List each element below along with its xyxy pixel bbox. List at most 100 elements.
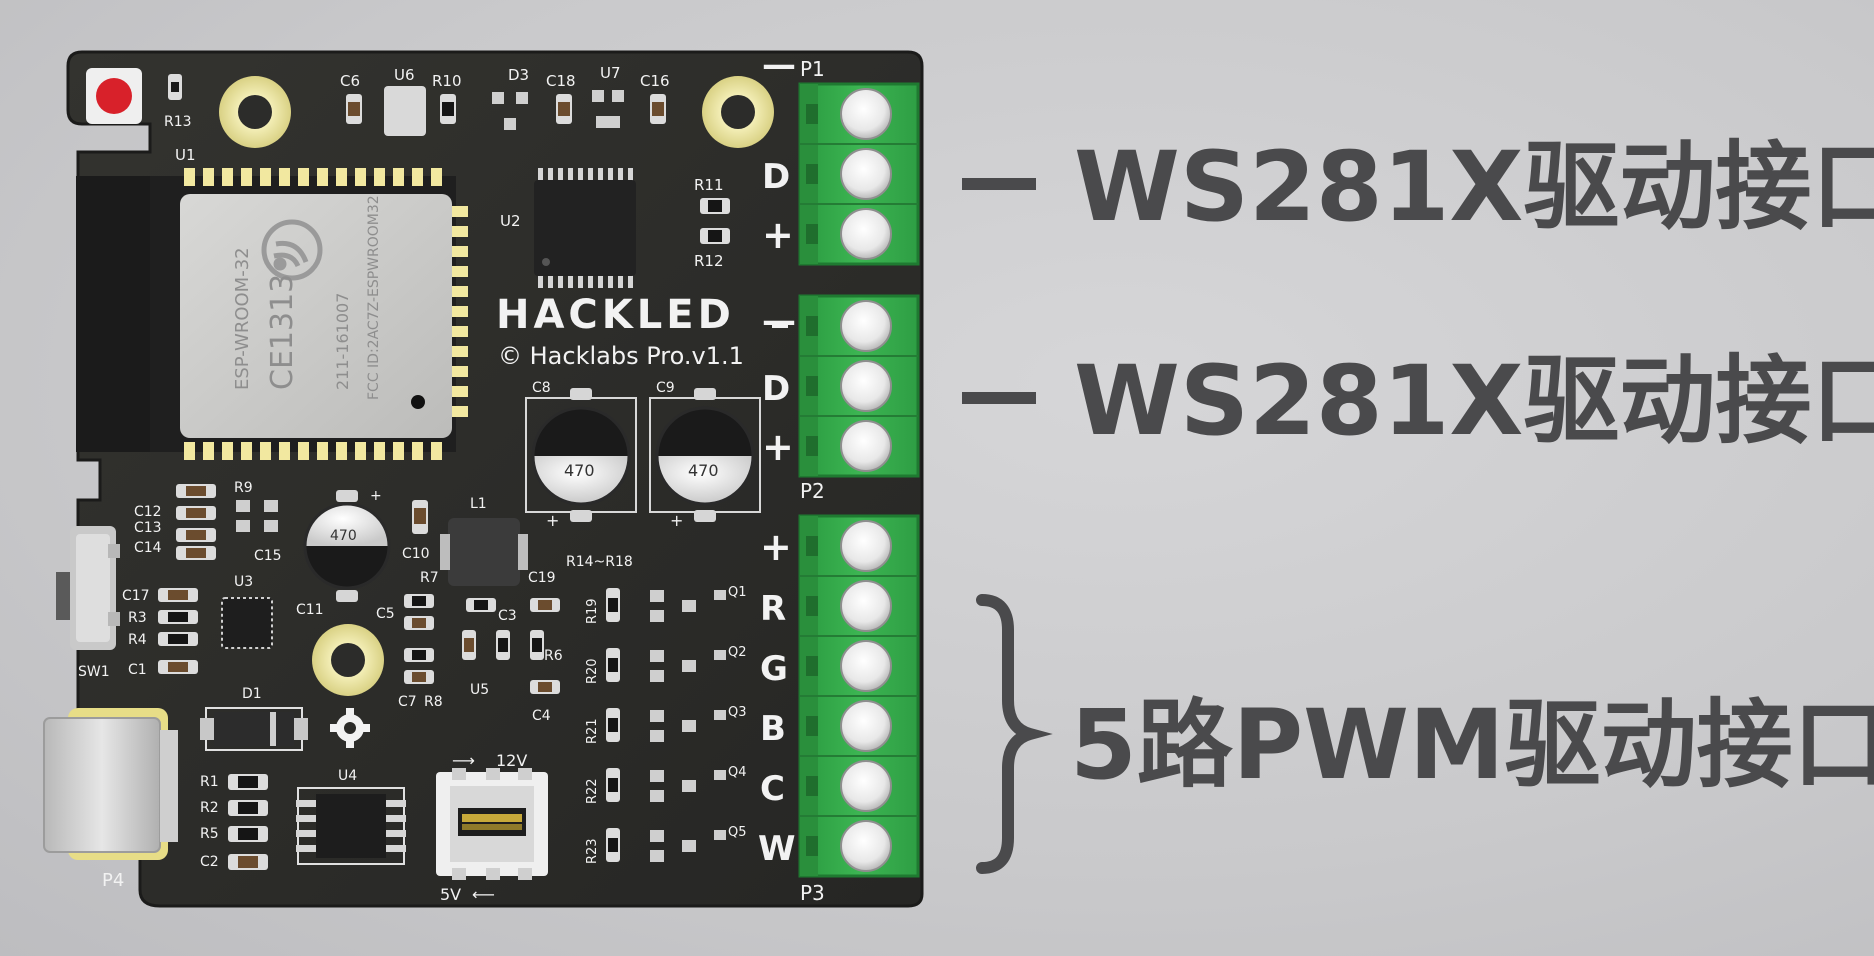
terminal-slot [806, 776, 818, 796]
chip-pin [296, 830, 318, 837]
module-pad [279, 168, 290, 186]
callout-dash-2 [962, 392, 1036, 404]
silk-p3: P3 [800, 881, 825, 905]
mosfet-pad [682, 840, 696, 852]
module-pad [184, 168, 195, 186]
silk-c15: C15 [254, 548, 282, 564]
terminal-slot [806, 164, 818, 184]
p3-pin-r: R [760, 589, 786, 629]
silk-r10: R10 [432, 72, 462, 90]
silk-q5: Q5 [728, 825, 747, 840]
terminal-slot [806, 104, 818, 124]
module-pad [452, 306, 468, 317]
module-pad [184, 442, 195, 460]
silk-r22: R22 [585, 778, 600, 804]
mounting-hole-top-left [219, 76, 291, 148]
terminal-screw [840, 88, 892, 140]
silk-c12: C12 [134, 504, 162, 520]
smd-left-column [158, 588, 198, 674]
terminal-blocks [798, 82, 920, 878]
chip-pin [296, 845, 318, 852]
module-pad [452, 206, 468, 217]
module-pad [452, 226, 468, 237]
module-pad [393, 168, 404, 186]
mosfet-pad [682, 720, 696, 732]
module-pad [374, 168, 385, 186]
module-pad [452, 366, 468, 377]
module-pad [317, 168, 328, 186]
p2-pin-gnd: — [762, 301, 796, 341]
chip-pin [588, 168, 593, 182]
silk-c14: C14 [134, 540, 162, 556]
chip-pin [618, 274, 623, 288]
chip-pin [296, 815, 318, 822]
mosfet-pad [650, 610, 664, 622]
module-pad [336, 442, 347, 460]
capacitor-c8: 470 [525, 388, 637, 522]
chip-u4 [296, 787, 406, 865]
smd-r12 [700, 228, 730, 244]
chip-pin [608, 274, 613, 288]
silk-r13: R13 [164, 114, 192, 130]
chip-pin [384, 800, 406, 807]
open-hardware-icon [330, 708, 370, 748]
resistor-body [608, 778, 618, 792]
resistor-body [608, 598, 618, 612]
mosfet-pad [682, 660, 696, 672]
switch-sw1 [56, 526, 120, 650]
module-pad [452, 246, 468, 257]
silk-c3: C3 [498, 608, 517, 624]
module-pad [412, 442, 423, 460]
module-pad [336, 168, 347, 186]
terminal-slot [806, 836, 818, 856]
silk-c17: C17 [122, 588, 150, 604]
callout-ws281x-2: WS281X驱动接口 [1074, 345, 1874, 457]
terminal-slot [806, 596, 818, 616]
smd-c6 [346, 94, 362, 124]
mounting-hole-top-right [702, 76, 774, 148]
silk-l1: L1 [470, 496, 487, 512]
module-pad [222, 168, 233, 186]
terminal-slot [806, 224, 818, 244]
module-pad [393, 442, 404, 460]
capacitor-c11: 470 [303, 490, 391, 602]
silk-c8-plus: + [546, 511, 559, 530]
module-pad [355, 442, 366, 460]
module-pad [279, 442, 290, 460]
module-pad [412, 168, 423, 186]
silk-c7: C7 [398, 694, 417, 710]
mosfet-pad [650, 730, 664, 742]
chip-u3 [221, 597, 273, 649]
silk-p1: P1 [800, 57, 825, 81]
chip-u2 [534, 168, 636, 288]
module-pad [241, 168, 252, 186]
mosfet-pad [650, 830, 664, 842]
silk-c11: C11 [296, 602, 324, 618]
silk-c4: C4 [532, 708, 551, 724]
chip-pin [568, 168, 573, 182]
terminal-screw [840, 760, 892, 812]
silk-r6: R6 [544, 648, 563, 664]
jumper-arrow-bottom: ⟵ [472, 885, 495, 904]
terminal-slot [806, 376, 818, 396]
silk-c16: C16 [640, 72, 670, 90]
silk-r11: R11 [694, 176, 724, 194]
module-pad [317, 442, 328, 460]
mosfet-pad [714, 770, 726, 780]
jumper-label-5v: 5V [440, 885, 461, 904]
silk-p4: P4 [102, 870, 124, 891]
p2-pin-vcc: + [762, 425, 794, 469]
silk-r8: R8 [424, 694, 443, 710]
status-led-red [86, 68, 142, 124]
module-pad [260, 168, 271, 186]
mosfet-pad [682, 780, 696, 792]
silk-r14-r18: R14~R18 [566, 554, 633, 570]
silk-q3: Q3 [728, 705, 747, 720]
inductor-l1 [440, 518, 528, 586]
module-markings: ESP-WROOM-32 211-161007 FCC ID:2AC7Z-ESP… [232, 195, 382, 400]
silk-r19: R19 [585, 598, 600, 624]
callout-ws281x-1: WS281X驱动接口 [1074, 131, 1874, 243]
resistor-body [608, 658, 618, 672]
